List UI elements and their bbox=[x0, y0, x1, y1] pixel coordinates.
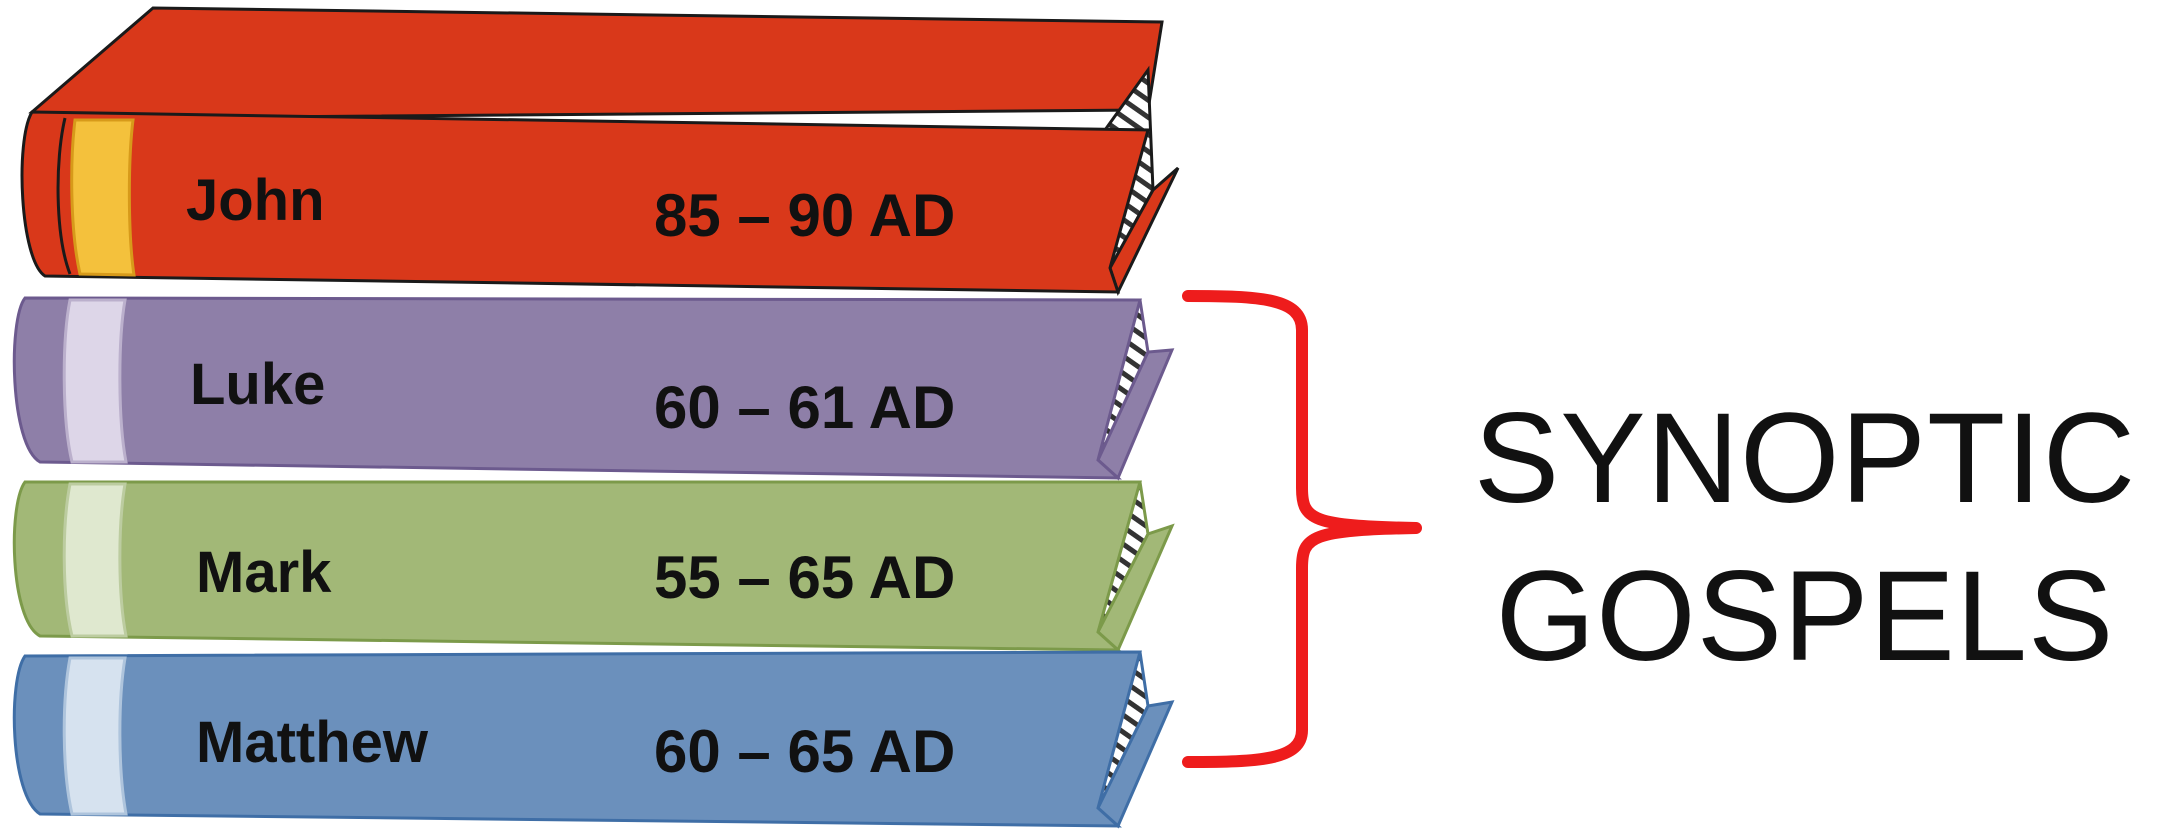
book-john: John 85 – 90 AD bbox=[20, 6, 1180, 296]
book-john-spine-crease bbox=[56, 117, 72, 275]
book-matthew-band bbox=[62, 656, 128, 816]
book-luke-date: 60 – 61 AD bbox=[654, 374, 955, 441]
book-mark-band bbox=[62, 482, 128, 638]
book-matthew-spine bbox=[12, 650, 1142, 828]
book-luke-band bbox=[62, 298, 128, 464]
book-matthew-date: 60 – 65 AD bbox=[654, 718, 955, 785]
book-mark-spine bbox=[12, 480, 1142, 652]
synoptic-bracket bbox=[1182, 290, 1422, 768]
book-john-date: 85 – 90 AD bbox=[654, 182, 955, 249]
book-mark: Mark 55 – 65 AD bbox=[12, 480, 1175, 653]
book-mark-date: 55 – 65 AD bbox=[654, 544, 955, 611]
caption-line-synoptic: SYNOPTIC bbox=[1474, 387, 2136, 530]
book-luke-title: Luke bbox=[190, 352, 325, 417]
caption-line-gospels: GOSPELS bbox=[1496, 545, 2115, 688]
book-john-title: John bbox=[186, 168, 325, 233]
book-john-band bbox=[70, 118, 136, 277]
book-luke: Luke 60 – 61 AD bbox=[12, 296, 1175, 481]
book-matthew-title: Matthew bbox=[196, 710, 429, 775]
book-john-spine bbox=[20, 110, 1150, 294]
book-john-top-face bbox=[28, 6, 1164, 120]
book-mark-title: Mark bbox=[196, 540, 332, 605]
book-luke-spine bbox=[12, 296, 1142, 480]
book-matthew: Matthew 60 – 65 AD bbox=[12, 650, 1175, 829]
